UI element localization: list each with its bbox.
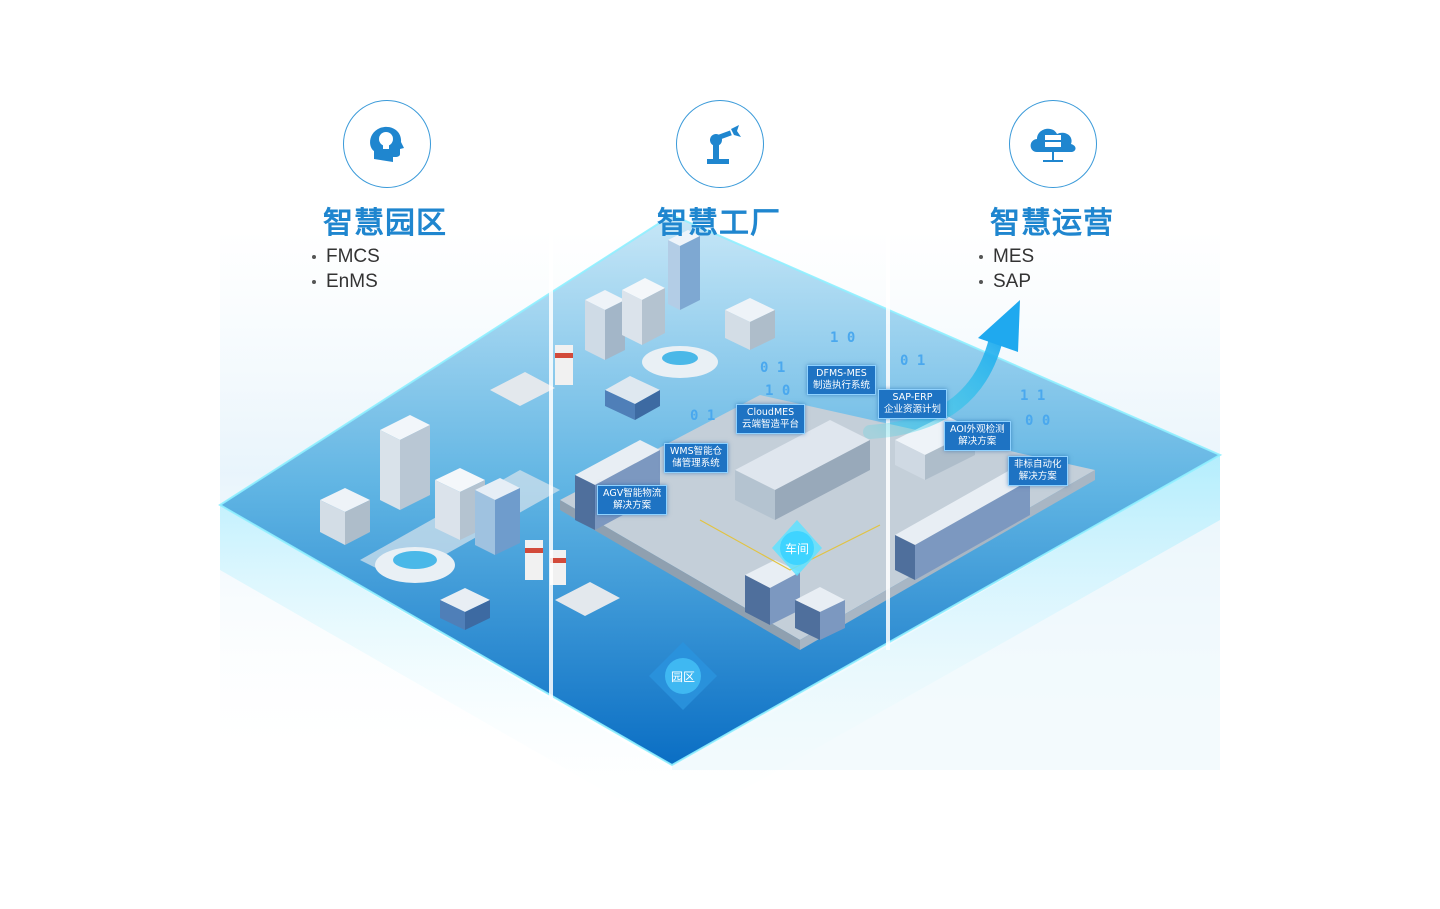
- binary-decoration: 0 1 1 0 0 1 1 0 0 1 1 1 0 0: [690, 330, 1050, 429]
- park-nav-diamond[interactable]: [649, 642, 717, 710]
- growth-arrow-head: [978, 300, 1020, 352]
- robot-arm-icon: [707, 125, 741, 164]
- brain-bulb-icon: [370, 126, 404, 162]
- tag-nonstd-automation[interactable]: 非标自动化 解决方案: [1008, 456, 1068, 486]
- tag-line: AOI外观检测: [950, 424, 1005, 435]
- bullet-enms: EnMS: [312, 271, 378, 293]
- bullet-sap: SAP: [979, 271, 1031, 293]
- bullet-text: MES: [993, 246, 1035, 267]
- smart-factory-title: 智慧工厂: [657, 206, 781, 241]
- workshop-nav-label[interactable]: 车间: [784, 542, 809, 556]
- tag-line: 解决方案: [1018, 471, 1057, 482]
- svg-text:1 1: 1 1: [1020, 388, 1045, 404]
- svg-text:0 1: 0 1: [760, 360, 785, 376]
- bullet-fmcs: FMCS: [312, 246, 380, 268]
- park-nav-label[interactable]: 园区: [670, 670, 695, 684]
- tag-line: 非标自动化: [1014, 459, 1062, 470]
- park-buildings: [320, 345, 620, 630]
- tag-line: 解决方案: [958, 436, 997, 447]
- tag-wms[interactable]: WMS智能仓 储管理系统: [664, 443, 729, 473]
- tag-agv[interactable]: AGV智能物流 解决方案: [597, 485, 668, 515]
- svg-text:0 0: 0 0: [1025, 413, 1050, 429]
- workshop-nav-diamond[interactable]: [772, 520, 822, 576]
- cloud-server-icon: [1030, 128, 1076, 162]
- tag-cloudmes[interactable]: CloudMES 云端智造平台: [736, 404, 806, 434]
- smart-operation-title: 智慧运营: [990, 206, 1114, 241]
- tag-aoi[interactable]: AOI外观检测 解决方案: [944, 421, 1011, 451]
- tag-line: DFMS-MES: [816, 368, 867, 379]
- bullet-mes: MES: [979, 246, 1034, 268]
- smart-operation-icon-circle: [1009, 100, 1097, 188]
- svg-text:1 0: 1 0: [765, 383, 790, 399]
- tag-line: SAP-ERP: [892, 392, 933, 403]
- tag-line: AGV智能物流: [603, 488, 662, 499]
- smart-park-icon-circle: [343, 100, 431, 188]
- center-buildings: [585, 230, 775, 420]
- bullet-text: SAP: [993, 271, 1032, 292]
- tag-line: 企业资源计划: [884, 404, 942, 415]
- tag-line: 储管理系统: [672, 458, 720, 469]
- smart-factory-icon-circle: [676, 100, 764, 188]
- tag-sap-erp[interactable]: SAP-ERP 企业资源计划: [878, 389, 948, 419]
- factory-racks: [575, 415, 1030, 640]
- tag-line: 云端智造平台: [742, 419, 800, 430]
- svg-text:0 1: 0 1: [690, 408, 715, 424]
- tag-line: 制造执行系统: [813, 380, 871, 391]
- tag-line: 解决方案: [613, 500, 652, 511]
- svg-text:1 0: 1 0: [830, 330, 855, 346]
- growth-arrow: [863, 323, 1005, 439]
- tag-line: CloudMES: [746, 407, 795, 418]
- smart-park-title: 智慧园区: [323, 206, 447, 241]
- svg-text:0 1: 0 1: [900, 353, 925, 369]
- bullet-text: FMCS: [326, 246, 380, 267]
- bullet-text: EnMS: [326, 271, 378, 292]
- tag-dfms[interactable]: DFMS-MES 制造执行系统: [807, 365, 877, 395]
- tag-line: WMS智能仓: [670, 446, 723, 457]
